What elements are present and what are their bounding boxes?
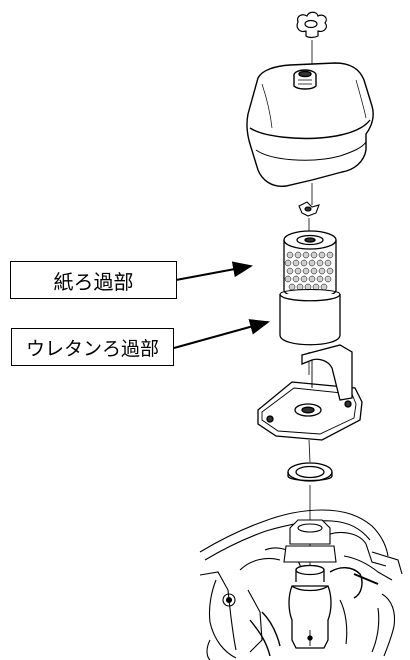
air-cleaner-cover [246, 62, 374, 187]
urethane-filter-label: ウレタンろ過部 [11, 328, 174, 366]
urethane-filter-element [279, 289, 341, 346]
paper-filter-arrow [175, 261, 253, 281]
wing-nut-knob [296, 11, 328, 39]
engine-body [199, 509, 403, 660]
air-cleaner-base [257, 344, 363, 441]
urethane-filter-arrow [173, 319, 270, 349]
filter-wing-nut [298, 201, 320, 217]
paper-filter-label: 紙ろ過部 [10, 261, 177, 299]
paper-filter-element [283, 230, 337, 299]
gasket [287, 462, 333, 482]
fuel-cup [288, 564, 332, 649]
leader-arrows [173, 261, 270, 349]
